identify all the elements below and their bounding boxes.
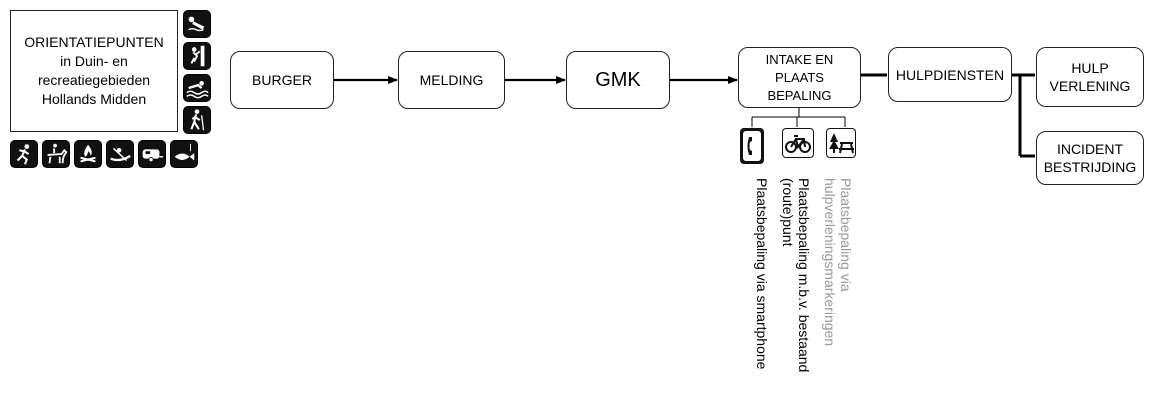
- intake-line-2: PLAATS: [775, 69, 824, 85]
- title-line-4: Hollands Midden: [41, 91, 147, 107]
- hulp-verlening-line-2: VERLENING: [1049, 78, 1131, 94]
- intake-box: INTAKE EN PLAATS BEPALING: [738, 47, 861, 108]
- incident-line-1: INCIDENT: [1056, 141, 1124, 157]
- burger-label: BURGER: [252, 72, 312, 88]
- title-line-3: recreatiegebieden: [37, 72, 151, 88]
- caravan-icon: [138, 140, 166, 168]
- method-bestaand-punt-text: Plaatsbepaling m.b.v. bestaand (route)pu…: [780, 178, 812, 373]
- intake-line-3: BEPALING: [767, 87, 832, 103]
- hiking-icon: [183, 106, 211, 134]
- hulp-verlening-box: HULP VERLENING: [1036, 47, 1144, 107]
- horse-riding-icon: [42, 140, 70, 168]
- melding-box: MELDING: [398, 51, 505, 109]
- campfire-icon: [74, 140, 102, 168]
- running-icon: [10, 140, 38, 168]
- incident-line-2: BESTRIJDING: [1043, 159, 1137, 175]
- smartphone-icon: [740, 128, 764, 164]
- title-box: ORIENTATIEPUNTEN in Duin- en recreatiege…: [10, 10, 178, 132]
- incident-bestrijding-box: INCIDENT BESTRIJDING: [1036, 131, 1144, 185]
- gmk-label: GMK: [595, 69, 641, 91]
- swimming-icon: [183, 74, 211, 102]
- gmk-box: GMK: [566, 51, 670, 109]
- diving-icon: [183, 10, 211, 38]
- kayak-icon: [106, 140, 134, 168]
- climbing-icon: [183, 42, 211, 70]
- fishing-icon: [170, 140, 198, 168]
- hulp-verlening-line-1: HULP: [1071, 60, 1109, 76]
- burger-box: BURGER: [230, 51, 334, 109]
- bicycle-icon: [782, 128, 814, 158]
- method-smartphone-text: Plaatsbepaling via smartphone: [754, 178, 770, 370]
- picnic-table-icon: [826, 128, 856, 158]
- melding-label: MELDING: [419, 72, 484, 88]
- method-markeringen-text: Plaatsbepaling via hulpverleningsmarkeri…: [822, 178, 854, 347]
- intake-line-1: INTAKE EN: [765, 51, 834, 67]
- hulpdiensten-box: HULPDIENSTEN: [888, 47, 1012, 102]
- hulpdiensten-label: HULPDIENSTEN: [895, 66, 1005, 83]
- title-line-2: in Duin- en: [60, 53, 128, 69]
- title-line-1: ORIENTATIEPUNTEN: [24, 34, 164, 50]
